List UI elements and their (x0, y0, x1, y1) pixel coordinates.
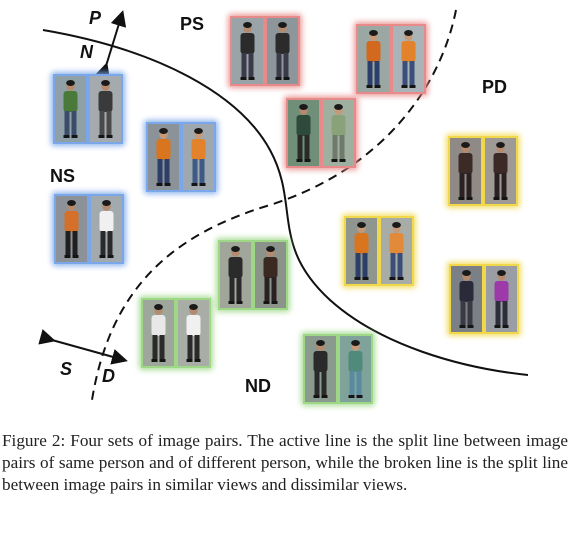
image-pair-nd (216, 238, 290, 312)
pedestrian-image (288, 100, 319, 166)
pedestrian-image (340, 336, 371, 402)
pedestrian-image (220, 242, 251, 308)
label-ps: PS (180, 14, 204, 34)
pedestrian-image (451, 266, 482, 332)
pn-arrow (94, 10, 127, 80)
figure-diagram: P N PS PD NS ND S D (38, 8, 529, 406)
label-pd: PD (482, 77, 507, 97)
pedestrian-image (148, 124, 179, 190)
image-pair-ps (284, 96, 358, 170)
pedestrian-image (346, 218, 377, 284)
pedestrian-image (143, 300, 174, 366)
pedestrian-image (358, 26, 389, 92)
image-pair-ps (354, 22, 428, 96)
label-ns: NS (50, 166, 75, 186)
pedestrian-image (381, 218, 412, 284)
label-d: D (102, 366, 115, 386)
pedestrian-image (178, 300, 209, 366)
solid-split-line (42, 29, 529, 376)
image-pair-nd (139, 296, 213, 370)
label-nd: ND (245, 376, 271, 396)
image-pair-pd (446, 134, 520, 208)
label-p: P (89, 8, 102, 28)
image-pair-nd (301, 332, 375, 406)
pedestrian-image (393, 26, 424, 92)
pedestrian-image (450, 138, 481, 204)
image-pair-ps (228, 14, 302, 88)
pedestrian-image (232, 18, 263, 84)
pedestrian-image (90, 76, 121, 142)
pedestrian-image (486, 266, 517, 332)
pedestrian-image (91, 196, 122, 262)
image-pair-pd (342, 214, 416, 288)
pedestrian-image (267, 18, 298, 84)
image-pair-ns (51, 72, 125, 146)
label-s: S (60, 359, 72, 379)
label-n: N (80, 42, 94, 62)
image-pair-ns (144, 120, 218, 194)
image-pair-pd (447, 262, 521, 336)
pedestrian-image (183, 124, 214, 190)
image-pairs (51, 14, 521, 406)
figure-caption: Figure 2: Four sets of image pairs. The … (2, 431, 568, 494)
pedestrian-image (305, 336, 336, 402)
pedestrian-image (323, 100, 354, 166)
pedestrian-image (56, 196, 87, 262)
image-pair-ns (52, 192, 126, 266)
pedestrian-image (485, 138, 516, 204)
pedestrian-image (55, 76, 86, 142)
pedestrian-image (255, 242, 286, 308)
sd-arrow (38, 329, 128, 365)
